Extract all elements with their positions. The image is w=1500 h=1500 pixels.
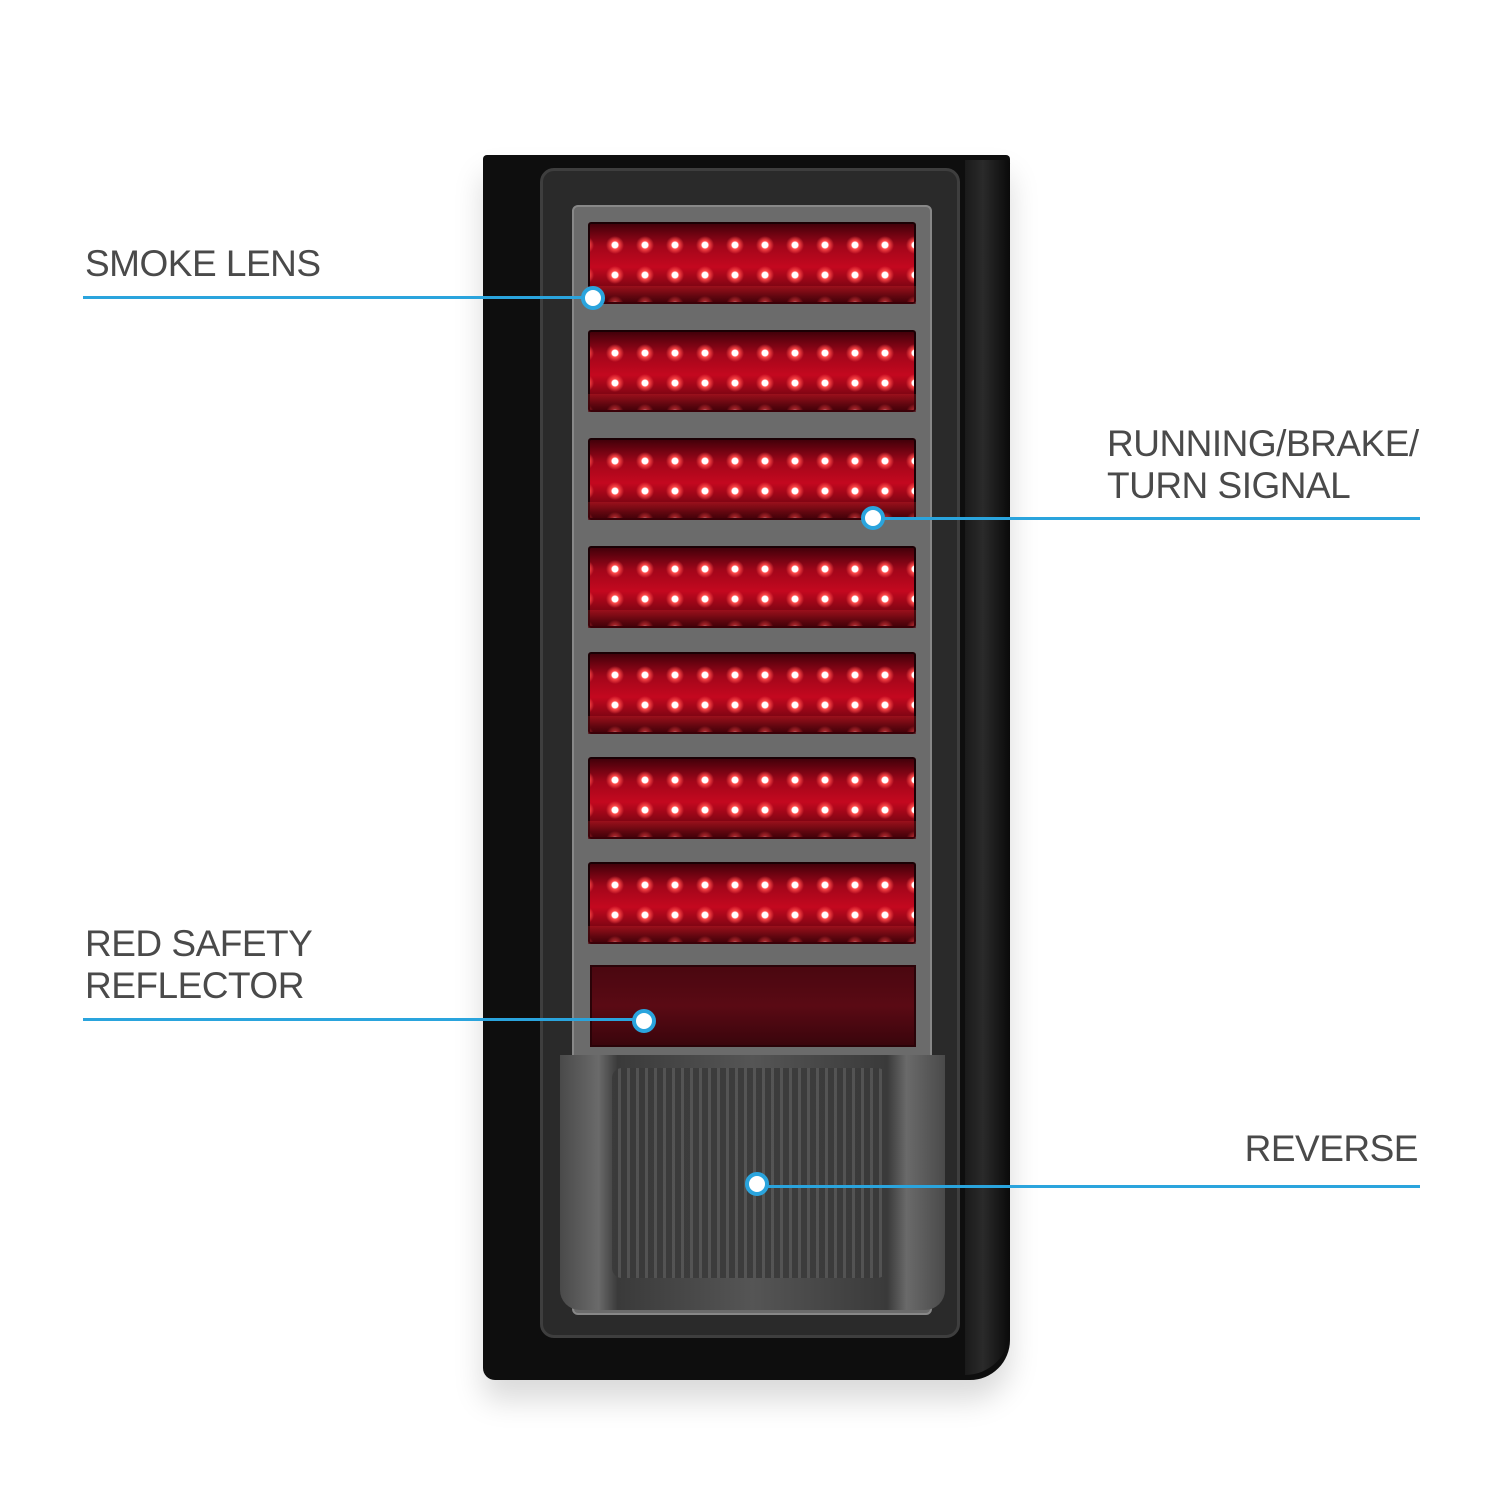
running-label-line1: RUNNING/BRAKE/ bbox=[1107, 423, 1419, 464]
reflector-leader-line bbox=[83, 1018, 644, 1021]
led-bar bbox=[588, 546, 916, 628]
red-safety-reflector bbox=[590, 965, 916, 1047]
led-bar bbox=[588, 330, 916, 412]
reverse-dot bbox=[745, 1172, 769, 1196]
smoke-lens-leader-line bbox=[83, 296, 593, 299]
smoke-lens-dot bbox=[581, 286, 605, 310]
smoke-lens-label: SMOKE LENS bbox=[85, 243, 321, 284]
reverse-leader-line bbox=[757, 1185, 1420, 1188]
led-bar bbox=[588, 652, 916, 734]
running-leader-line bbox=[873, 517, 1420, 520]
running-label-line2: TURN SIGNAL bbox=[1107, 465, 1351, 506]
led-bar bbox=[588, 222, 916, 304]
reflector-label-line1: RED SAFETY bbox=[85, 923, 313, 964]
running-dot bbox=[861, 506, 885, 530]
reflector-dot bbox=[632, 1009, 656, 1033]
led-bar bbox=[588, 757, 916, 839]
led-bar bbox=[588, 862, 916, 944]
led-bar bbox=[588, 438, 916, 520]
housing-edge bbox=[965, 160, 1010, 1375]
reverse-label: REVERSE bbox=[1244, 1128, 1419, 1169]
reflector-label-line2: REFLECTOR bbox=[85, 965, 304, 1006]
